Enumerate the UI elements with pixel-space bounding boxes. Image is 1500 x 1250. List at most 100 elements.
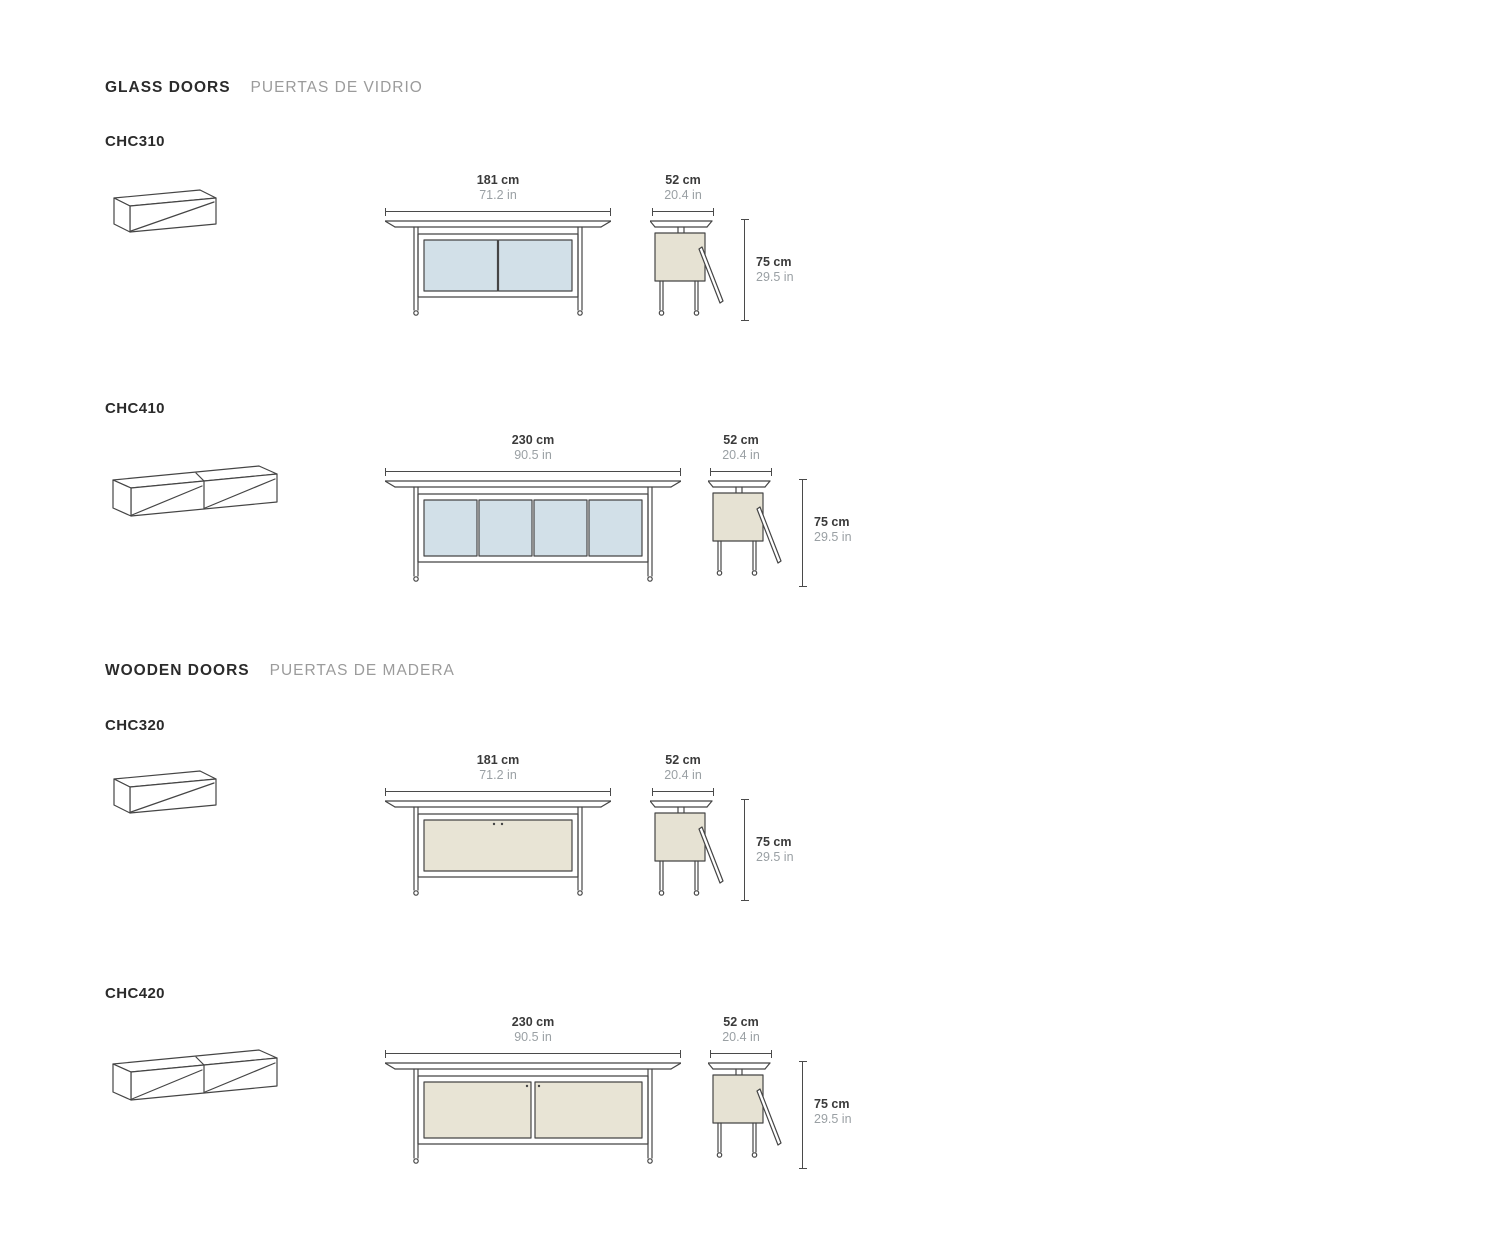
height-cm: 75 cm (756, 835, 792, 849)
height-cm: 75 cm (756, 255, 792, 269)
foot (647, 1158, 653, 1164)
foot (413, 310, 419, 316)
foot (658, 890, 665, 896)
cabinet-body (417, 1075, 649, 1145)
depth-in: 20.4 in (722, 448, 760, 462)
tilted-door-edge (204, 1062, 276, 1093)
open-door (698, 246, 724, 304)
height-dimension: 75 cm 29.5 in (740, 219, 794, 321)
cabinet-end-face (112, 1063, 132, 1101)
cabinet-body (417, 813, 579, 878)
side-elevation-drawing (649, 797, 724, 906)
tilted-door-edge (130, 782, 215, 813)
foot (577, 310, 583, 316)
height-dimension: 75 cm 29.5 in (798, 1061, 852, 1169)
depth-dimension: 52 cm 20.4 in (652, 173, 714, 216)
width-dimension: 181 cm 71.2 in (385, 173, 611, 216)
depth-dimension: 52 cm 20.4 in (710, 1015, 772, 1058)
width-cm: 230 cm (511, 433, 555, 447)
height-in: 29.5 in (814, 1112, 852, 1126)
glass-door-panel (588, 499, 643, 557)
width-dimension: 230 cm 90.5 in (385, 433, 681, 476)
width-cm: 181 cm (476, 173, 520, 187)
tilted-door-edge (131, 485, 203, 516)
cabinet-body (417, 493, 649, 563)
cabinet-side-body (654, 812, 706, 862)
foot (577, 890, 583, 896)
width-dimension: 230 cm 90.5 in (385, 1015, 681, 1058)
depth-cm: 52 cm (723, 433, 759, 447)
door-pull (537, 1084, 541, 1088)
height-in: 29.5 in (756, 850, 794, 864)
dimension-line (710, 1049, 772, 1058)
cabinet-end-face (113, 778, 131, 814)
foot (693, 890, 700, 896)
isometric-thumbnail (101, 768, 219, 839)
section-subtitle: PUERTAS DE MADERA (269, 662, 455, 679)
door-pull (525, 1084, 529, 1088)
cabinet-side-body (712, 1074, 764, 1124)
height-cm: 75 cm (814, 1097, 850, 1111)
width-dimension: 181 cm 71.2 in (385, 753, 611, 796)
glass-door-panel (423, 239, 499, 292)
height-cm: 75 cm (814, 515, 850, 529)
foot (716, 1152, 723, 1158)
dimension-line (385, 467, 681, 476)
foot (413, 1158, 419, 1164)
depth-cm: 52 cm (723, 1015, 759, 1029)
depth-cm: 52 cm (665, 753, 701, 767)
dimension-line (652, 787, 714, 796)
dimension-line (740, 799, 749, 901)
isometric-thumbnail (101, 1046, 291, 1133)
glass-door-panel (497, 239, 573, 292)
cabinet-side-body (712, 492, 764, 542)
foot (751, 1152, 758, 1158)
depth-dimension: 52 cm 20.4 in (710, 433, 772, 476)
wood-door-panel (423, 1081, 532, 1139)
width-cm: 181 cm (476, 753, 520, 767)
side-elevation-drawing (707, 477, 782, 586)
depth-in: 20.4 in (664, 768, 702, 782)
foot (413, 890, 419, 896)
width-in: 90.5 in (514, 448, 552, 462)
width-in: 71.2 in (479, 188, 517, 202)
isometric-thumbnail (101, 187, 219, 258)
dimension-line (798, 479, 807, 587)
depth-dimension: 52 cm 20.4 in (652, 753, 714, 796)
open-door (756, 506, 782, 564)
section-subtitle: PUERTAS DE VIDRIO (250, 79, 423, 96)
foot (751, 570, 758, 576)
section-header-glass-doors: GLASS DOORS PUERTAS DE VIDRIO (105, 79, 423, 97)
wood-door-panel (534, 1081, 643, 1139)
open-door (756, 1088, 782, 1146)
height-in: 29.5 in (814, 530, 852, 544)
cabinet-end-face (113, 197, 131, 233)
foot (658, 310, 665, 316)
front-elevation-drawing (384, 797, 612, 906)
product-code: CHC320 (105, 717, 165, 734)
tilted-door-edge (204, 478, 276, 509)
dimension-line (385, 207, 611, 216)
glass-door-panel (478, 499, 533, 557)
side-elevation-drawing (707, 1059, 782, 1168)
dimension-line (798, 1061, 807, 1169)
open-door (698, 826, 724, 884)
dimension-line (385, 787, 611, 796)
product-code: CHC420 (105, 985, 165, 1002)
section-header-wooden-doors: WOODEN DOORS PUERTAS DE MADERA (105, 662, 455, 680)
foot (693, 310, 700, 316)
side-elevation-drawing (649, 217, 724, 326)
product-code: CHC310 (105, 133, 165, 150)
glass-door-panel (533, 499, 588, 557)
depth-in: 20.4 in (722, 1030, 760, 1044)
width-in: 71.2 in (479, 768, 517, 782)
height-dimension: 75 cm 29.5 in (740, 799, 794, 901)
wood-door-panel (423, 819, 573, 872)
dimension-line (710, 467, 772, 476)
front-elevation-drawing (384, 477, 682, 592)
section-title: GLASS DOORS (105, 79, 231, 96)
dimension-line (740, 219, 749, 321)
foot (716, 570, 723, 576)
height-in: 29.5 in (756, 270, 794, 284)
